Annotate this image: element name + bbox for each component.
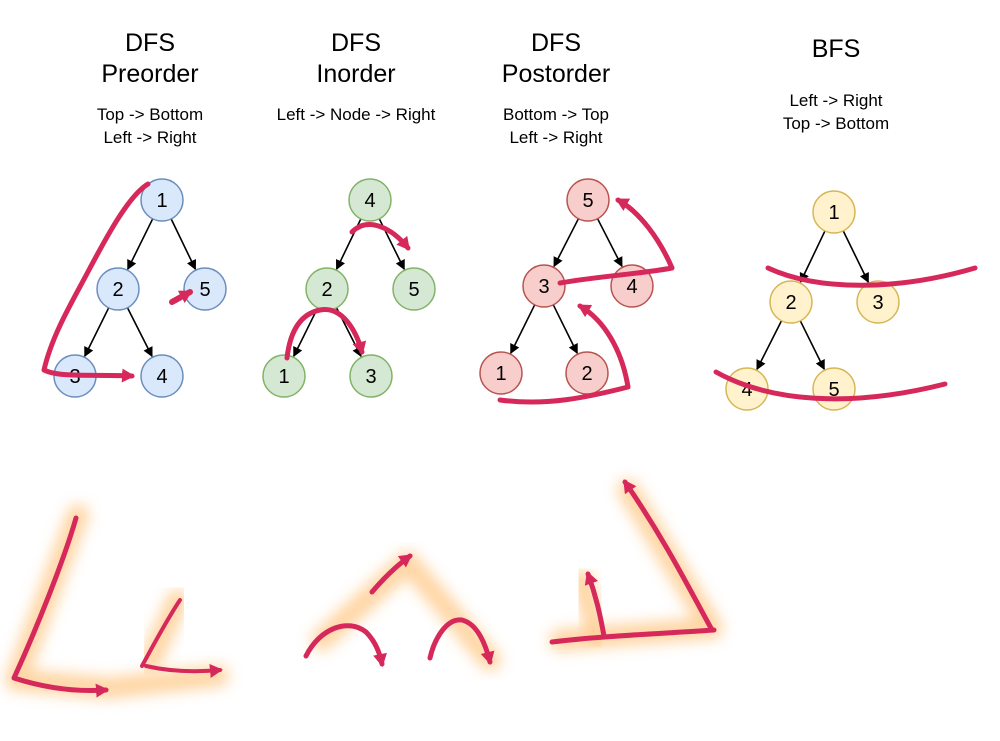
tree-edge: [756, 320, 783, 371]
description-line: Left -> Right: [789, 91, 883, 110]
tree-node-label: 5: [582, 190, 593, 212]
annotation-stroke: [284, 307, 367, 361]
annotation-stroke: [713, 369, 948, 402]
tree-edge: [842, 230, 870, 284]
annotation-stroke: [549, 627, 717, 645]
tree-edge: [799, 320, 825, 371]
tree-node-label: 1: [828, 202, 839, 224]
description-line: Left -> Right: [509, 128, 603, 147]
title-line: Preorder: [101, 60, 199, 88]
tree-node-circle: [392, 267, 436, 311]
tree-edge: [126, 307, 153, 358]
tree-node-label: 1: [495, 363, 506, 385]
tree-node-label: 5: [408, 279, 419, 301]
tree-node-circle: [140, 178, 184, 222]
preorder-title: DFS Preorder: [60, 28, 240, 90]
tree-edge: [596, 218, 623, 268]
annotation-stroke: [140, 598, 182, 668]
tree-node-label: 1: [278, 366, 289, 388]
title-line: DFS: [125, 29, 175, 57]
tree-node-circle: [479, 351, 523, 395]
tree-node-circle: [522, 264, 566, 308]
title-line: DFS: [531, 29, 581, 57]
tree-node-circle: [183, 267, 227, 311]
tree-node-circle: [96, 267, 140, 311]
tree-node-label: 3: [538, 276, 549, 298]
annotation-stroke: [584, 571, 607, 639]
annotation-stroke: [765, 265, 978, 288]
postorder-description: Bottom -> Top Left -> Right: [456, 103, 656, 149]
annotation-stroke: [41, 181, 151, 383]
tree-edge: [510, 304, 536, 355]
title-line: Inorder: [316, 60, 396, 88]
tree-node-label: 4: [626, 276, 637, 298]
tree-node-label: 5: [828, 379, 839, 401]
inorder-description: Left -> Node -> Right: [246, 103, 466, 126]
bfs-description: Left -> Right Top -> Bottom: [736, 89, 936, 135]
annotation-stroke: [557, 197, 675, 286]
tree-node-label: 2: [785, 292, 796, 314]
tree-node-label: 2: [321, 279, 332, 301]
title-line: BFS: [811, 35, 861, 63]
tree-node-label: 5: [199, 279, 210, 301]
tree-node-circle: [769, 280, 813, 324]
tree-node-label: 2: [112, 279, 123, 301]
description-line: Bottom -> Top: [503, 105, 609, 124]
tree-edge: [293, 307, 319, 358]
tree-edge: [799, 230, 826, 284]
tree-node-label: 3: [365, 366, 376, 388]
bfs-title: BFS: [746, 34, 926, 65]
annotation-strokes-layer: [11, 181, 978, 698]
tree-edge: [552, 304, 578, 355]
annotation-stroke: [144, 663, 223, 678]
tree-edge: [553, 218, 580, 268]
title-line: DFS: [331, 29, 381, 57]
preorder-description: Top -> Bottom Left -> Right: [50, 103, 250, 149]
tree-node-circle: [262, 354, 306, 398]
tree-node-circle: [725, 367, 769, 411]
annotation-stroke: [369, 553, 413, 595]
annotation-stroke: [622, 479, 715, 633]
annotation-stroke: [303, 623, 387, 667]
annotation-stroke: [349, 222, 411, 251]
description-line: Top -> Bottom: [782, 114, 890, 133]
bottom-glow-layer: [5, 479, 723, 699]
description-line: Top -> Bottom: [96, 105, 204, 124]
tree-node-circle: [856, 280, 900, 324]
highlight-glow: [571, 569, 609, 647]
highlight-glow: [311, 551, 501, 671]
annotation-stroke: [169, 289, 193, 305]
tree-node-label: 1: [156, 190, 167, 212]
tree-node-circle: [812, 190, 856, 234]
annotation-stroke: [497, 303, 631, 405]
tree-edge: [170, 218, 197, 271]
inorder-title: DFS Inorder: [266, 28, 446, 90]
annotation-stroke: [427, 617, 495, 665]
tree-edge: [84, 307, 110, 358]
description-line: Left -> Right: [103, 128, 197, 147]
description-line: Left -> Node -> Right: [276, 105, 436, 124]
postorder-title: DFS Postorder: [466, 28, 646, 90]
tree-node-label: 3: [872, 292, 883, 314]
tree-node-label: 4: [364, 190, 375, 212]
tree-node-label: 2: [581, 363, 592, 385]
tree-node-circle: [566, 178, 610, 222]
tree-node-label: 4: [741, 379, 752, 401]
title-line: Postorder: [501, 60, 611, 88]
annotation-stroke: [11, 515, 109, 698]
tree-edge: [127, 218, 154, 271]
tree-node-circle: [140, 354, 184, 398]
tree-node-circle: [349, 354, 393, 398]
tree-node-circle: [348, 178, 392, 222]
tree-node-label: 4: [156, 366, 167, 388]
